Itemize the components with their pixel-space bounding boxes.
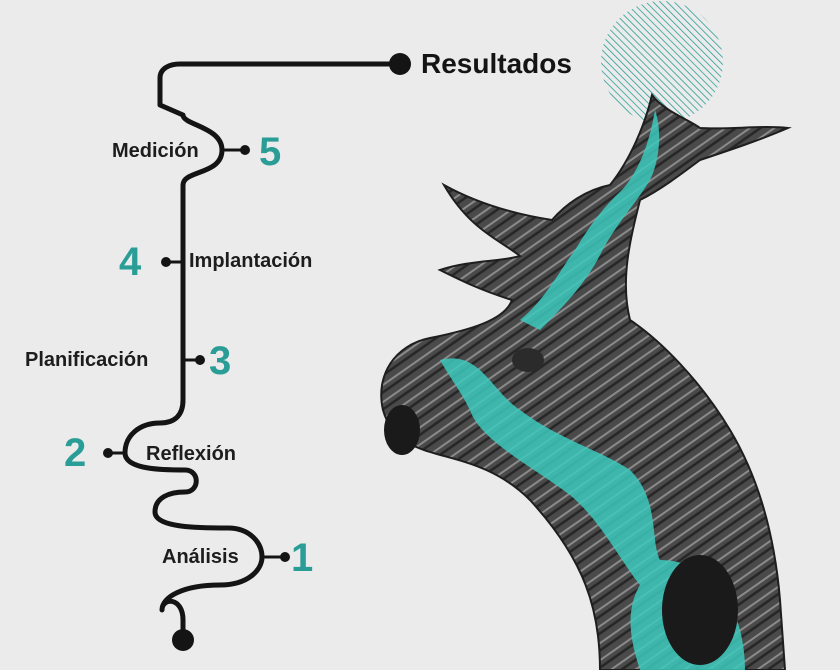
step-dots: [103, 145, 290, 562]
step-label-1: Análisis: [162, 546, 239, 568]
step-number-4: 4: [119, 240, 142, 284]
step-label-4: Implantación: [189, 250, 313, 272]
step-label-2: Reflexión: [146, 443, 237, 465]
start-node: [172, 629, 194, 651]
step-label-5: Medición: [112, 140, 199, 162]
tree-trunk-illustration: [380, 92, 792, 670]
step-number-2: 2: [64, 431, 87, 475]
process-path-line: [122, 61, 403, 643]
results-title: Resultados: [421, 48, 572, 79]
results-node: [389, 53, 411, 75]
step-number-3: 3: [209, 339, 232, 383]
step-number-1: 1: [291, 536, 314, 580]
step-label-3: Planificación: [25, 349, 149, 371]
hatched-sun-icon: [601, 1, 723, 123]
step-number-5: 5: [259, 130, 282, 174]
